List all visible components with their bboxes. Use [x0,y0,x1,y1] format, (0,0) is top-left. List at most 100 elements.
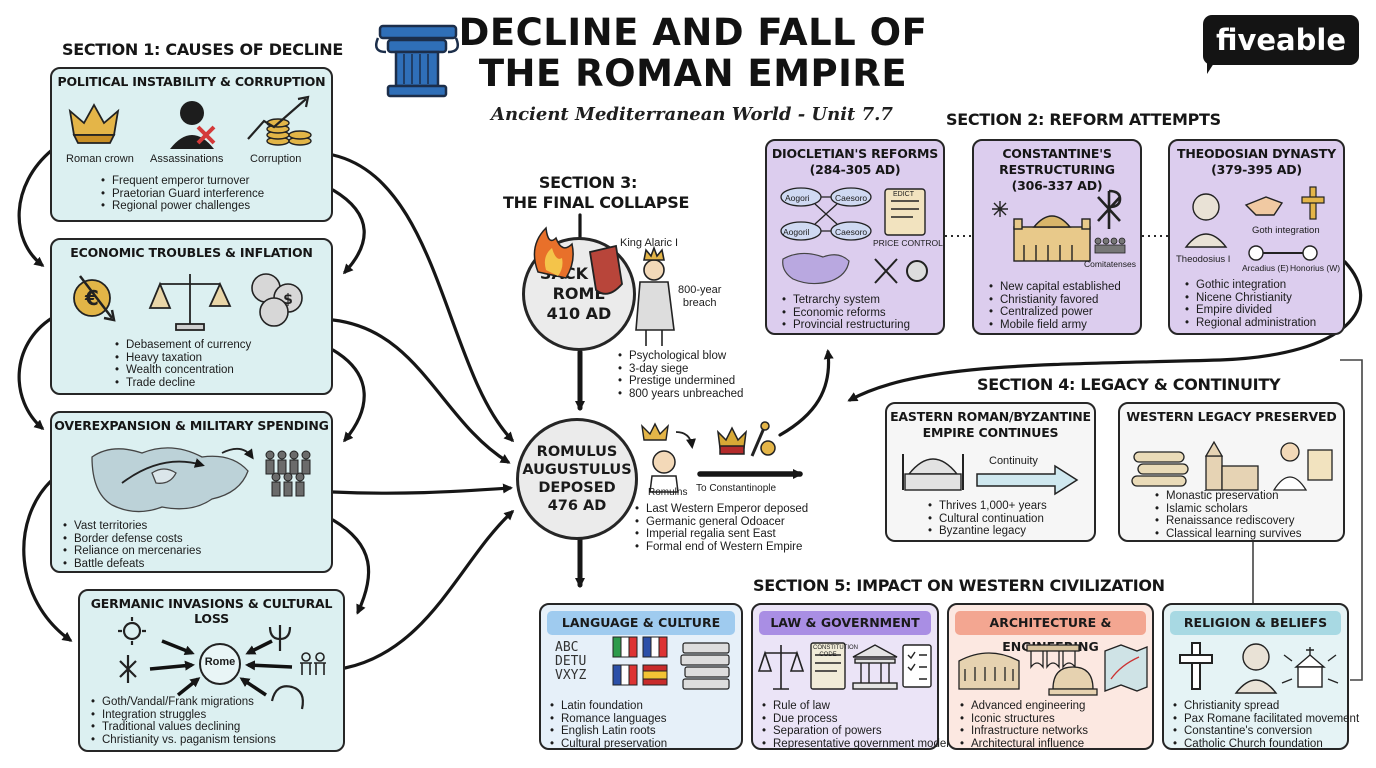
theodosius-bust-icon [1184,193,1228,248]
handshake-icon [1244,196,1284,216]
western-bullet: Renaissance rediscovery [1154,515,1302,528]
rome-center-icon [199,643,241,685]
arrow-overexpansion-to-deposed [331,483,513,495]
arrow-overexpansion-loop [331,518,371,615]
economic-icons: € $ [73,273,303,331]
arrow-economic-to-deposed [331,318,511,464]
cross-icon [1301,186,1325,220]
constantine-bullet: Mobile field army [988,319,1121,332]
main-title: DECLINE AND FALL OF THE ROMAN EMPIRE [458,12,928,94]
architecture-bullet: Architectural influence [959,738,1088,751]
law-government-box: LAW & GOVERNMENT CONSTITUTION CODE Rule … [751,603,949,750]
religion-bullet: Catholic Church foundation [1172,738,1359,751]
overexpansion-box: OVEREXPANSION & MILITARY SPENDING Vast t… [50,411,333,573]
diocletian-icons [780,187,928,285]
weapons-icon [874,258,928,284]
western-bullet: Classical learning survives [1154,528,1302,541]
fire-icon [533,226,574,279]
brand-logo-tail [1207,60,1225,74]
theodosian-title-line1: THEODOSIAN DYNASTY [1177,146,1336,161]
section1-heading: SECTION 1: CAUSES OF DECLINE [62,40,344,59]
column-icon [375,24,459,98]
constantine-title-line1: CONSTANTINE'S [1002,146,1112,161]
western-icons [1131,440,1333,491]
arrow-economic-to-overexpansion [17,316,54,430]
religion-bullet: Constantine's conversion [1172,725,1359,738]
breach-label-line2: breach [682,297,717,309]
deposed-bullet: Last Western Emperor deposed [634,503,808,516]
constitution-book-icon [810,642,846,690]
arrow-deposed-to-reforms [778,349,834,437]
subtitle: Ancient Mediterranean World - Unit 7.7 [491,104,893,125]
arrow-germanic-to-deposed [343,509,515,670]
deposed-bullets: Last Western Emperor deposed Germanic ge… [634,503,808,553]
cross-icon [1179,642,1213,690]
law-tab: LAW & GOVERNMENT [759,611,931,635]
brand-logo[interactable]: fiveable [1203,15,1359,65]
eastern-empire-box: EASTERN ROMAN/BYZANTINE EMPIRE CONTINUES… [885,402,1096,542]
eastern-bullet: Cultural continuation [927,513,1047,526]
political-bullets: Frequent emperor turnover Praetorian Gua… [100,175,264,213]
ballot-checklist-icon [902,644,932,688]
language-culture-box: LANGUAGE & CULTURE ABC DETU VXYZ Latin f… [539,603,743,750]
honorius-label: Honorius (W) [1290,263,1341,273]
theodosian-title: THEODOSIAN DYNASTY (379-395 AD) [1170,146,1343,178]
germanic-bullet: Traditional values declining [90,721,276,734]
king-alaric-label: King Alaric I [620,237,679,249]
germanic-invasions-box: GERMANIC INVASIONS & CULTURAL LOSS Rome … [78,589,345,752]
political-bullet: Frequent emperor turnover [100,175,264,188]
colosseum-icon [958,652,1020,690]
germanic-title: GERMANIC INVASIONS & CULTURAL LOSS [90,596,333,626]
western-bullet: Islamic scholars [1154,503,1302,516]
arrow-political-to-economic [17,148,54,267]
arrow-political-to-deposed [331,153,515,443]
political-bullet: Praetorian Guard interference [100,188,264,201]
eastern-icons [902,454,1079,496]
religion-bullets: Christianity spread Pax Romane facilitat… [1172,700,1359,750]
sack-line3: 410 AD [546,304,612,323]
deposed-bullet: Imperial regalia sent East [634,528,808,541]
arrow-political-loop [331,188,366,275]
deposed-line3: DEPOSED [538,480,616,496]
section5-heading: SECTION 5: IMPACT ON WESTERN CIVILIZATIO… [753,576,1165,595]
constantine-box: CONSTANTINE'S RESTRUCTURING (306-337 AD)… [972,139,1142,335]
french-flag-icon [642,636,668,658]
theodosius-label: Theodosius I [1176,254,1231,265]
empire-split-icon [1248,245,1318,261]
label-corruption: Corruption [250,153,302,165]
label-roman-crown: Roman crown [66,153,134,165]
books-icon [680,642,730,690]
link-eastern-to-religion [1340,359,1363,681]
constantinople-label: To Constantinople [696,483,777,494]
falling-crown-icon [641,422,669,441]
goth-integration-label: Goth integration [1252,225,1320,236]
law-bullet: Due process [761,713,949,726]
title-line-2: THE ROMAN EMPIRE [478,52,908,95]
chi-rho-icon [1097,189,1122,229]
law-bullets: Rule of law Due process Separation of po… [761,700,949,750]
economic-bullets: Debasement of currency Heavy taxation We… [114,339,251,389]
language-icons [612,636,730,690]
augustus-label: Aogori [785,193,810,203]
compass-icon [992,201,1008,217]
constantine-bullet: Centralized power [988,306,1121,319]
theodosian-box: THEODOSIAN DYNASTY (379-395 AD) Goth int… [1168,139,1345,335]
rome-label: Rome [204,656,236,668]
germanic-bullets: Goth/Vandal/Frank migrations Integration… [90,696,276,746]
overexpansion-bullet: Battle defeats [62,558,201,571]
sack-bullet: 3-day siege [617,363,743,376]
diocletian-title-line2: (284-305 AD) [809,162,901,177]
edict-scroll-icon [884,188,926,236]
corruption-coins-icon [247,95,312,146]
alphabet-line: ABC [555,640,579,655]
assassination-icon [170,101,216,149]
architecture-bullet: Iconic structures [959,713,1088,726]
diocletian-bullet: Tetrarchy system [781,294,910,307]
germanic-icons [118,617,326,710]
city-capital-icon [1013,215,1091,262]
constantine-bullets: New capital established Christianity fav… [988,281,1121,331]
spanish-flag-icon [642,664,668,686]
diocletian-title-line1: DIOCLETIAN'S REFORMS [771,146,939,161]
continuity-label: Continuity [989,455,1038,467]
economic-bullet: Trade decline [114,377,251,390]
